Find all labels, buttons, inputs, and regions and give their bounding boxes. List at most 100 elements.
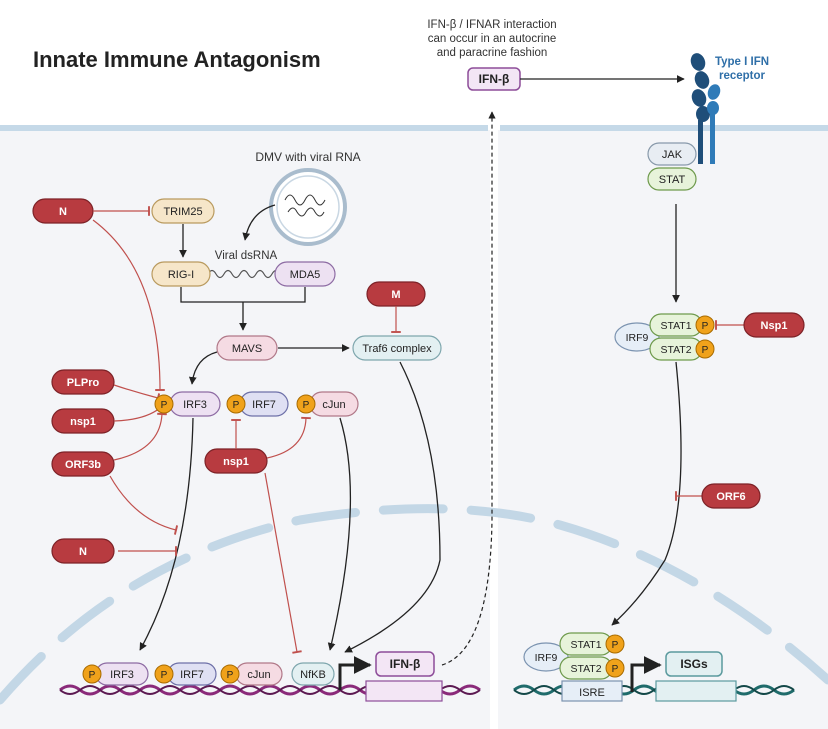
svg-text:P: P: [702, 321, 709, 332]
orf3b-node: ORF3b: [51, 451, 115, 477]
svg-text:PLPro: PLPro: [67, 377, 100, 389]
svg-text:STAT2: STAT2: [570, 663, 601, 675]
svg-text:STAT1: STAT1: [570, 639, 601, 651]
arrow-stat-nucleus: [611, 361, 682, 626]
type-i-ifn-receptor: [690, 53, 721, 164]
transcription-arrow-isgs: [630, 656, 662, 692]
svg-text:cJun: cJun: [247, 669, 270, 681]
arrow-cjun-nucleus: [327, 417, 352, 651]
arrow-ifnb-secretion: [441, 111, 496, 666]
svg-text:MDA5: MDA5: [290, 269, 321, 281]
svg-text:P: P: [161, 400, 168, 411]
ifnb-secreted: IFN-β: [467, 67, 521, 91]
arrow-mavs-irf3: [188, 351, 218, 385]
svg-text:Nsp1: Nsp1: [761, 320, 788, 332]
svg-text:ORF6: ORF6: [716, 491, 745, 503]
jak-node: JAK: [647, 142, 697, 166]
dna-left: [59, 680, 481, 702]
irf7-node: IRF7 P: [226, 391, 289, 417]
svg-text:P: P: [303, 400, 310, 411]
ifn-note-line1: IFN-β / IFNAR interaction: [427, 19, 556, 31]
svg-text:ORF3b: ORF3b: [65, 459, 101, 471]
cjun-node: cJun P: [296, 391, 359, 417]
svg-text:cJun: cJun: [322, 399, 345, 411]
svg-text:STAT: STAT: [659, 174, 686, 186]
nuc-nfkb: NfKB: [291, 662, 335, 686]
stat-node: STAT: [647, 167, 697, 191]
arrow-irf3-nucleus: [139, 417, 194, 651]
ifn-note: IFN-β / IFNAR interaction can occur in a…: [427, 19, 556, 59]
svg-text:nsp1: nsp1: [70, 416, 96, 428]
trim25-node: TRIM25: [151, 198, 215, 224]
svg-text:IRF9: IRF9: [626, 332, 649, 344]
receptor-label-line1: Type I IFN: [715, 56, 769, 68]
cytoplasm-right: [498, 130, 828, 729]
svg-text:IRF9: IRF9: [535, 652, 558, 664]
nuclear-envelope: [0, 504, 828, 705]
dsrna-squiggle: [207, 269, 281, 279]
arrow-traf6-nfkb: [344, 361, 441, 653]
inhibit-orf3b-nucleus: [109, 475, 179, 535]
inhibit-plpro-irf3: [113, 384, 161, 403]
nuc-isgs: ISGs: [665, 651, 723, 677]
svg-text:IRF7: IRF7: [252, 399, 276, 411]
nsp1-right-node: Nsp1: [743, 312, 805, 338]
svg-text:P: P: [89, 670, 96, 681]
nuc-cjun: cJun P: [220, 662, 283, 686]
svg-text:ISGs: ISGs: [680, 657, 708, 671]
traf6-node: Traf6 complex: [352, 335, 442, 361]
dna-right: [513, 680, 795, 702]
dsrna-label: Viral dsRNA: [215, 250, 278, 262]
svg-text:IRF3: IRF3: [110, 669, 134, 681]
svg-text:P: P: [233, 400, 240, 411]
svg-text:M: M: [391, 289, 400, 301]
inhibit-nsp1-nfkb: [264, 472, 302, 654]
isre-label: ISRE: [579, 687, 605, 699]
inhibit-n-irf3: [92, 219, 165, 391]
svg-text:IRF3: IRF3: [183, 399, 207, 411]
inhibit-orf3b-irf3: [113, 412, 167, 461]
irf3-node: IRF3 P: [154, 391, 221, 417]
svg-text:JAK: JAK: [662, 149, 683, 161]
m-node: M: [366, 281, 426, 307]
nsp1-left-node: nsp1: [51, 408, 115, 434]
svg-text:Traf6 complex: Traf6 complex: [362, 343, 432, 355]
ifn-note-line2: can occur in an autocrine: [428, 33, 557, 45]
nuc-irf3: IRF3 P: [82, 662, 149, 686]
svg-text:P: P: [612, 664, 619, 675]
svg-text:N: N: [59, 206, 67, 218]
arrow-dmv-dsrna: [242, 204, 276, 241]
svg-text:P: P: [161, 670, 168, 681]
n-top-node: N: [32, 198, 94, 224]
svg-text:P: P: [702, 345, 709, 356]
mavs-node: MAVS: [216, 335, 278, 361]
transcription-arrow-ifnb: [338, 656, 372, 690]
nuc-irf7: IRF7 P: [154, 662, 217, 686]
svg-text:STAT2: STAT2: [660, 344, 691, 356]
dmv-label: DMV with viral RNA: [255, 150, 360, 164]
arrow-sensors-mavs: [180, 287, 306, 330]
page-title: Innate Immune Antagonism: [33, 47, 321, 72]
orf6-node: ORF6: [701, 483, 761, 509]
nuc-stat-complex: IRF9 STAT1 STAT2 P P: [523, 632, 625, 680]
svg-text:RIG-I: RIG-I: [168, 269, 194, 281]
receptor-label-line2: receptor: [719, 70, 766, 82]
ifn-note-line3: and paracrine fashion: [437, 47, 548, 59]
dmv-vesicle: [269, 168, 347, 246]
rigi-node: RIG-I: [151, 261, 211, 287]
svg-text:NfKB: NfKB: [300, 669, 326, 681]
svg-text:nsp1: nsp1: [223, 456, 249, 468]
svg-text:N: N: [79, 546, 87, 558]
svg-text:IFN-β: IFN-β: [390, 657, 421, 671]
plpro-node: PLPro: [51, 369, 115, 395]
nsp1-mid-node: nsp1: [204, 448, 268, 474]
stat-complex: IRF9 STAT1 STAT2 P P: [614, 313, 715, 361]
svg-text:MAVS: MAVS: [232, 343, 262, 355]
nuc-ifnb: IFN-β: [375, 651, 435, 677]
svg-text:TRIM25: TRIM25: [163, 206, 202, 218]
inhibit-nsp1-cjun: [266, 416, 311, 459]
svg-text:STAT1: STAT1: [660, 320, 691, 332]
mda5-node: MDA5: [274, 261, 336, 287]
n-bottom-node: N: [51, 538, 115, 564]
